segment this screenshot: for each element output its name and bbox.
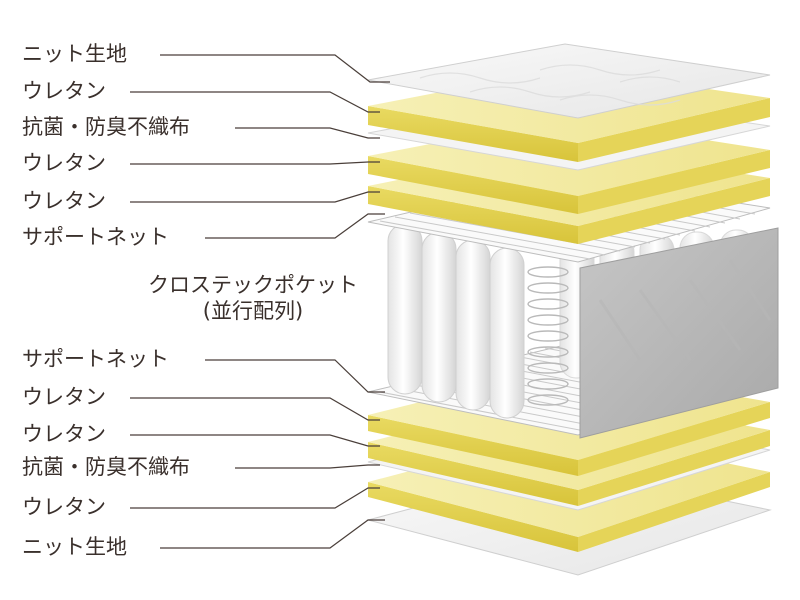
label-lower-urethane-3: ウレタン: [22, 495, 106, 519]
exposed-spring-coil: [527, 266, 569, 406]
label-top-knit: ニット生地: [22, 42, 127, 66]
top-knit-layer: [367, 43, 771, 119]
label-lower-nonwoven: 抗菌・防臭不織布: [22, 455, 190, 479]
label-pocket-coil: クロステックポケット (並行配列): [128, 272, 378, 325]
label-pocket-coil-line1: クロステックポケット: [148, 273, 358, 297]
label-pocket-coil-line2: (並行配列): [202, 299, 304, 324]
label-upper-nonwoven: 抗菌・防臭不織布: [22, 115, 190, 139]
label-bottom-knit: ニット生地: [22, 535, 127, 559]
label-upper-support-net: サポートネット: [22, 225, 169, 249]
label-upper-urethane-1: ウレタン: [22, 79, 106, 103]
label-lower-support-net: サポートネット: [22, 347, 169, 371]
label-upper-urethane-3: ウレタン: [22, 189, 106, 213]
side-panel: [579, 227, 779, 439]
label-lower-urethane-1: ウレタン: [22, 385, 106, 409]
label-lower-urethane-2: ウレタン: [22, 422, 106, 446]
pocket-coil-block: [387, 223, 779, 439]
label-upper-urethane-2: ウレタン: [22, 151, 106, 175]
leader-lines: [130, 54, 390, 549]
